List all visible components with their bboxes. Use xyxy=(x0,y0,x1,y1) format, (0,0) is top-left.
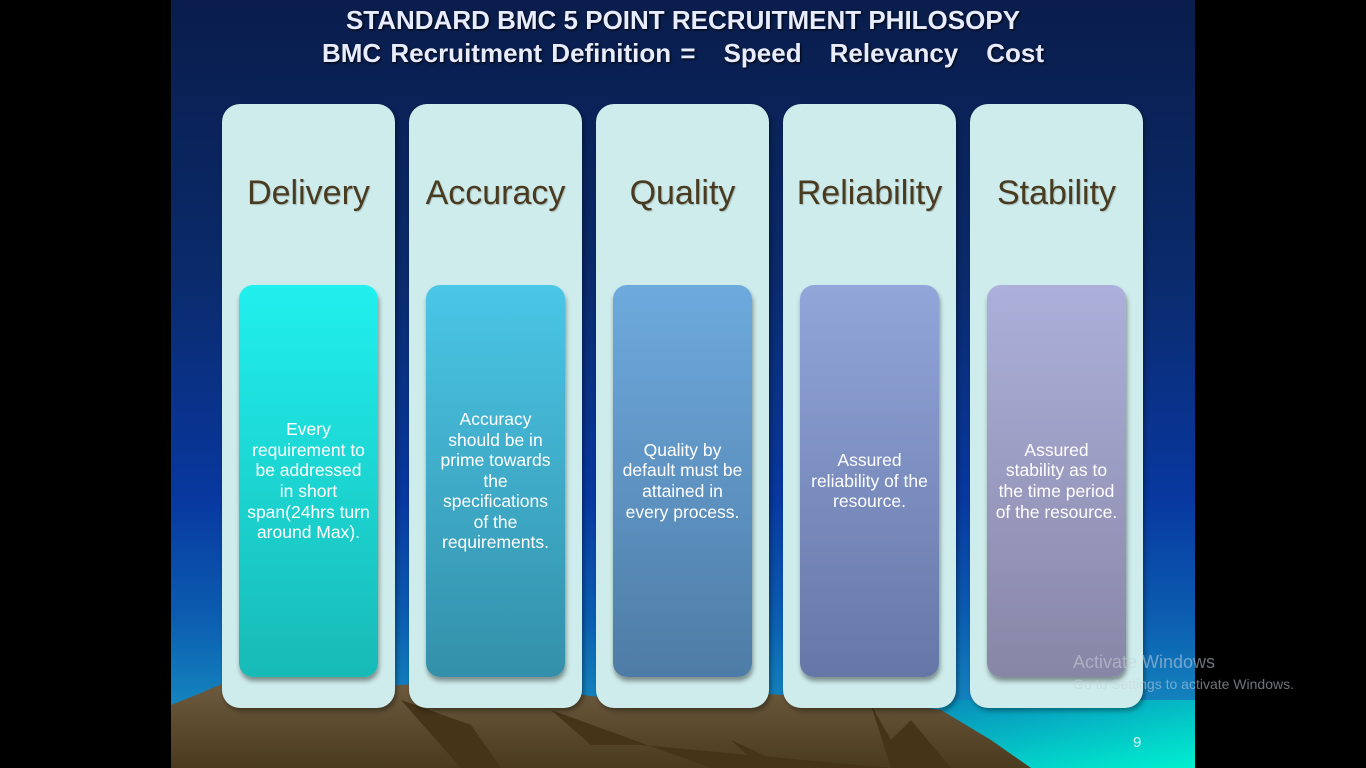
card-heading: Reliability xyxy=(796,174,943,212)
card-delivery: Delivery Every requirement to be address… xyxy=(222,104,395,708)
card-heading: Quality xyxy=(629,174,736,212)
page-number: 9 xyxy=(1133,734,1142,751)
card-stability: Stability Assured stability as to the ti… xyxy=(970,104,1143,708)
card-body: Accuracy should be in prime towards the … xyxy=(426,285,565,677)
watermark-subtitle: Go to Settings to activate Windows. xyxy=(1073,676,1294,692)
card-text: Assured stability as to the time period … xyxy=(995,439,1118,522)
watermark-title: Activate Windows xyxy=(1073,652,1216,672)
slide: STANDARD BMC 5 POINT RECRUITMENT PHILOSO… xyxy=(171,0,1195,768)
card-body: Assured stability as to the time period … xyxy=(987,285,1126,677)
card-quality: Quality Quality by default must be attai… xyxy=(596,104,769,708)
card-body: Quality by default must be attained in e… xyxy=(613,285,752,677)
card-heading: Accuracy xyxy=(425,174,566,212)
card-text: Assured reliability of the resource. xyxy=(811,450,928,512)
card-body: Every requirement to be addressed in sho… xyxy=(239,285,378,677)
card-heading: Stability xyxy=(996,174,1117,212)
term-relevancy: Relevancy xyxy=(829,38,959,68)
card-reliability: Reliability Assured reliability of the r… xyxy=(783,104,956,708)
card-text: Every requirement to be addressed in sho… xyxy=(247,419,370,543)
activate-windows-watermark: Activate Windows Go to Settings to activ… xyxy=(1073,652,1294,692)
card-accuracy: Accuracy Accuracy should be in prime tow… xyxy=(409,104,582,708)
card-text: Accuracy should be in prime towards the … xyxy=(440,408,551,553)
card-body: Assured reliability of the resource. xyxy=(800,285,939,677)
card-heading: Delivery xyxy=(247,174,370,212)
term-speed: Speed xyxy=(723,38,802,68)
definition-label: BMC Recruitment Definition = xyxy=(321,38,696,68)
slide-subtitle: BMC Recruitment Definition = Speed Relevan… xyxy=(171,38,1195,69)
term-cost: Cost xyxy=(986,38,1045,68)
slide-title: STANDARD BMC 5 POINT RECRUITMENT PHILOSO… xyxy=(345,5,1021,35)
card-text: Quality by default must be attained in e… xyxy=(622,439,743,522)
